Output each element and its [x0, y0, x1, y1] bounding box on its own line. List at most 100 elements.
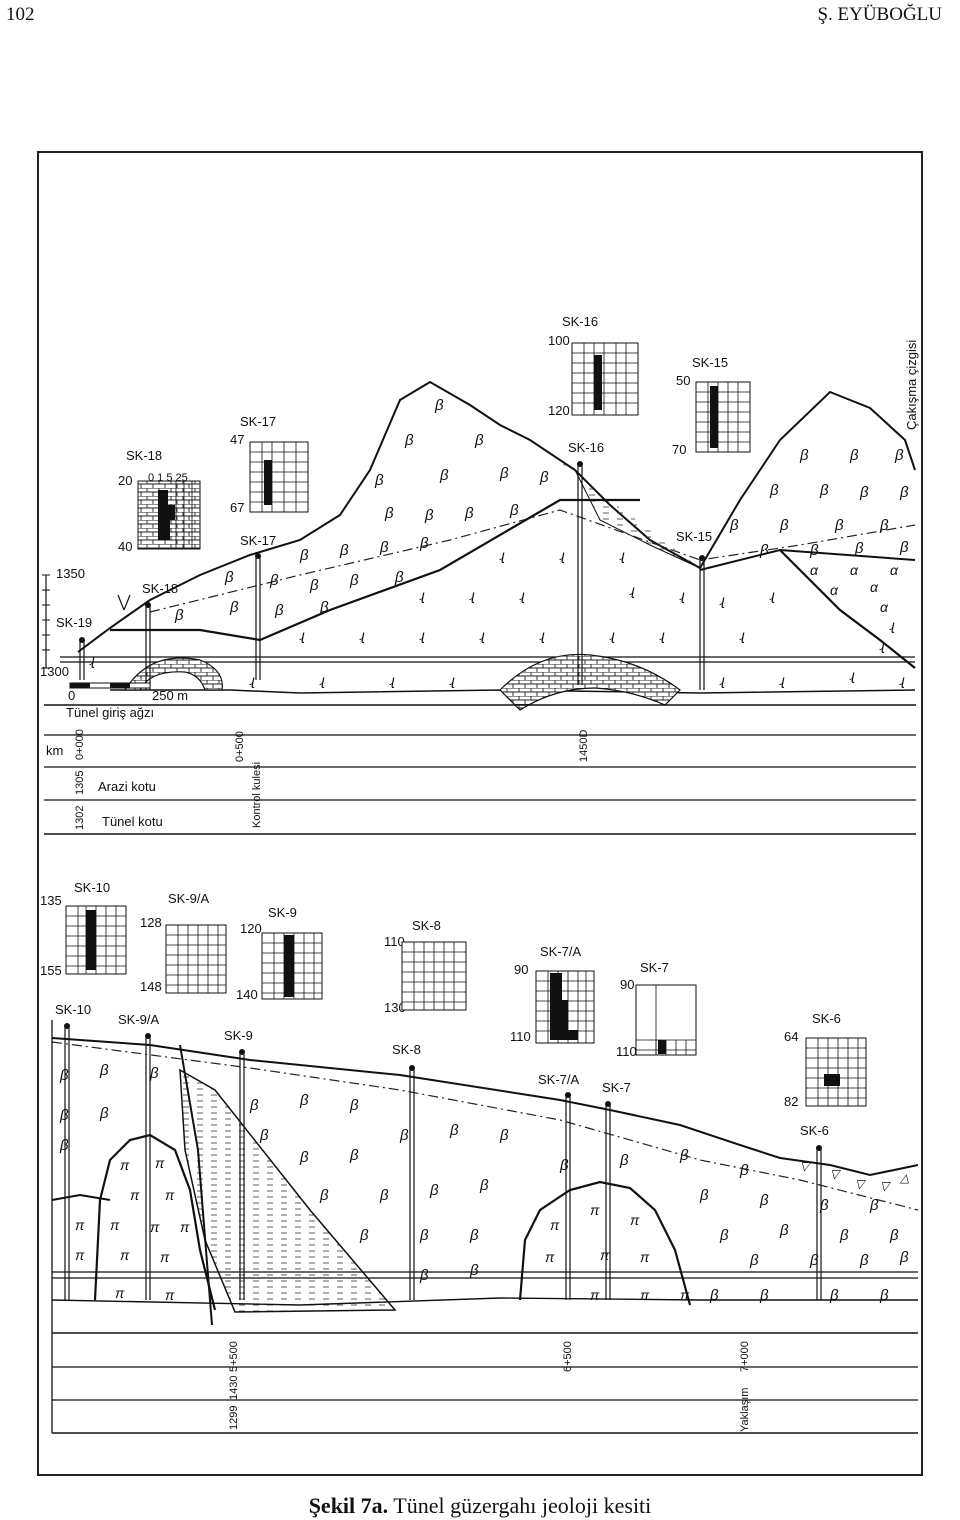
page-number: 102 [6, 4, 35, 25]
log-sk-17: SK-17 47 67 [230, 414, 309, 515]
svg-text:β: β [879, 517, 889, 534]
svg-text:β: β [854, 540, 864, 557]
log-bottom-depth: 67 [230, 500, 244, 515]
svg-text:β: β [399, 1127, 409, 1144]
svg-text:β: β [149, 1065, 159, 1082]
elevation-value: 1430 [228, 1376, 240, 1400]
chainage-label: 0+000 [74, 729, 86, 760]
svg-text:ɻ: ɻ [89, 652, 95, 668]
log-title: SK-15 [692, 355, 728, 370]
svg-text:π: π [545, 1249, 555, 1265]
svg-text:π: π [590, 1202, 600, 1218]
svg-text:π: π [75, 1217, 85, 1233]
svg-text:β: β [769, 482, 779, 499]
svg-text:π: π [600, 1247, 610, 1263]
svg-text:β: β [384, 505, 394, 522]
log-top-depth: 110 [384, 934, 405, 949]
elevation-label: 1300 [40, 664, 69, 679]
log-title: SK-18 [126, 448, 162, 463]
svg-text:ɻ: ɻ [609, 627, 615, 643]
log-bottom-depth: 40 [118, 539, 132, 554]
svg-text:β: β [299, 1092, 309, 1109]
svg-text:ɻ: ɻ [769, 587, 775, 603]
svg-text:π: π [640, 1287, 650, 1303]
svg-text:β: β [374, 472, 384, 489]
upper-data-rows: km Arazi kotu Tünel kotu 0+000 1305 1302… [44, 704, 916, 835]
borehole-label: SK-19 [56, 615, 92, 630]
svg-text:ɻ: ɻ [469, 587, 475, 603]
km-row-label: km [46, 743, 63, 758]
svg-text:ɻ: ɻ [719, 592, 725, 608]
log-bottom-depth: 148 [140, 979, 162, 994]
elevation-value: 1299 [228, 1406, 240, 1430]
log-top-depth: 50 [676, 373, 690, 388]
figure-frame [37, 151, 923, 1476]
arazi-row-label: Arazi kotu [98, 779, 156, 794]
log-title: SK-7 [640, 960, 669, 975]
svg-text:π: π [640, 1249, 650, 1265]
svg-text:β: β [379, 1187, 389, 1204]
elevation-label: 1350 [56, 566, 85, 581]
svg-text:β: β [819, 1197, 829, 1214]
log-title: SK-9/A [168, 891, 210, 906]
svg-text:ɻ: ɻ [619, 547, 625, 563]
log-sk-7: SK-7 90 110 [616, 960, 697, 1059]
svg-text:β: β [469, 1262, 479, 1279]
svg-text:ɻ: ɻ [719, 672, 725, 688]
svg-text:ɻ: ɻ [389, 672, 395, 688]
chainage-label: 6+500 [562, 1341, 574, 1372]
svg-text:β: β [899, 1249, 909, 1266]
svg-text:β: β [419, 535, 429, 552]
svg-text:β: β [299, 1149, 309, 1166]
svg-text:β: β [474, 432, 484, 449]
borehole-sk-9-lower: SK-9 [224, 1028, 253, 1300]
chainage-label: 5+500 [228, 1341, 240, 1372]
svg-text:β: β [729, 517, 739, 534]
svg-text:β: β [759, 542, 769, 559]
intersection-line-label: Çakışma çizgisi [904, 340, 919, 430]
svg-text:β: β [889, 1227, 899, 1244]
svg-text:π: π [630, 1212, 640, 1228]
svg-text:β: β [849, 447, 859, 464]
upper-ground-profile [77, 380, 916, 653]
svg-text:ɻ: ɻ [889, 617, 895, 633]
svg-text:ɻ: ɻ [559, 547, 565, 563]
svg-text:β: β [499, 465, 509, 482]
borehole-sk-15-upper: SK-15 [676, 529, 712, 690]
svg-text:β: β [59, 1137, 69, 1154]
svg-text:β: β [299, 547, 309, 564]
svg-text:α: α [890, 562, 899, 578]
svg-text:π: π [120, 1247, 130, 1263]
borehole-sk-10-lower: SK-10 [55, 1002, 91, 1300]
svg-text:β: β [359, 1227, 369, 1244]
svg-text:β: β [379, 539, 389, 556]
svg-text:α: α [850, 562, 859, 578]
figure-caption: Şekil 7a. Tünel güzergahı jeoloji kesiti [0, 1493, 960, 1519]
triangle-symbols-lower: ▽▽▽▽△ [800, 1159, 909, 1193]
elevation-value: 1302 [74, 806, 86, 830]
svg-text:β: β [99, 1105, 109, 1122]
svg-text:β: β [274, 602, 284, 619]
scale-end: 250 m [152, 688, 188, 703]
svg-text:β: β [509, 502, 519, 519]
svg-text:π: π [130, 1187, 140, 1203]
borehole-sk-9a-lower: SK-9/A [118, 1012, 160, 1300]
log-sk-9: SK-9 120 140 [236, 905, 323, 1002]
svg-text:▽: ▽ [830, 1167, 842, 1181]
svg-text:β: β [224, 569, 234, 586]
svg-text:π: π [680, 1287, 690, 1303]
scale-start: 0 [68, 688, 75, 703]
svg-text:β: β [539, 469, 549, 486]
borehole-sk-7-lower: SK-7 [602, 1080, 631, 1300]
svg-text:β: β [424, 507, 434, 524]
log-title: SK-8 [412, 918, 441, 933]
brick-arch-portal [123, 657, 223, 691]
svg-text:ɻ: ɻ [249, 672, 255, 688]
svg-text:β: β [834, 517, 844, 534]
tunnel-portal-label: Tünel giriş ağzı [66, 705, 154, 720]
log-sk-9a: SK-9/A 128 148 [140, 891, 227, 994]
caption-text: Tünel güzergahı jeoloji kesiti [388, 1493, 652, 1518]
chainage-label: 7+000 [739, 1341, 751, 1372]
